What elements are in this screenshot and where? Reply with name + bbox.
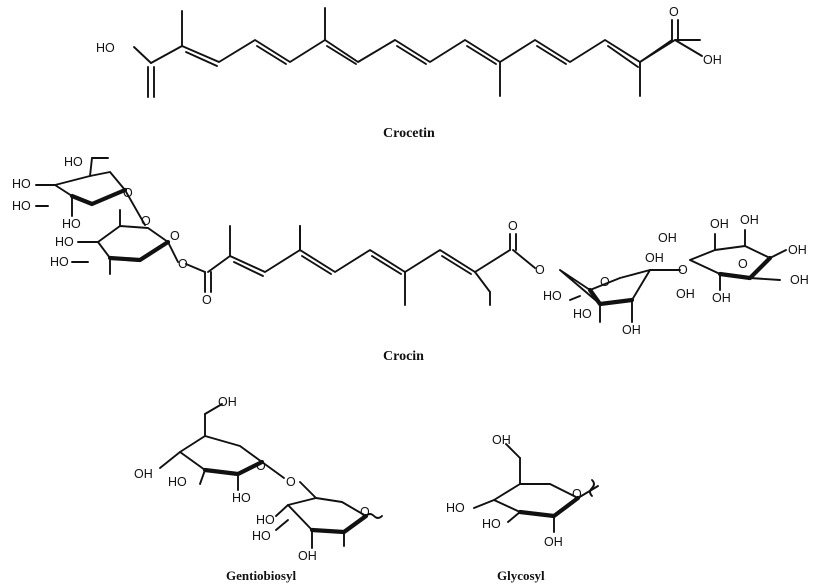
crocin-label-o-ring2: O [170,229,180,243]
gentiobiosyl-label-o-ring2: O [360,505,370,519]
glycosyl-ring-bold [517,495,581,519]
crocetin-oh-label: OH [703,53,722,67]
gentiobiosyl-label-ho-4: HO [252,529,271,543]
crocin-label-oh-9: OH [645,251,664,265]
crocin-label-ho-3: HO [12,199,31,213]
crocin-label-oh-1: OH [676,287,695,301]
crocetin-ho-label: HO [96,41,115,55]
gentiobiosyl-label-oh-3: OH [298,549,317,563]
gentiobiosyl-caption: Gentiobiosyl [226,568,296,583]
crocin-ring2-bold [107,239,171,263]
gentiobiosyl-label-oh-1: OH [218,395,237,409]
crocetin-structure [133,7,703,98]
glycosyl-label-o-ring: O [572,487,582,501]
crocin-label-oh-8: OH [712,291,731,305]
glycosyl-label-ho-1: HO [446,501,465,515]
gentiobiosyl-label-ho-3: HO [256,513,275,527]
crocin-label-ho-7: HO [543,289,562,303]
crocin-label-oh-3: OH [658,231,677,245]
crocin-label-o-ring1: O [123,186,133,200]
gentiobiosyl-label-o-ring1: O [256,459,266,473]
crocin-label-ho-5: HO [55,235,74,249]
glycosyl-caption: Glycosyl [497,568,545,583]
gentiobiosyl-ring1-bold [202,459,265,477]
crocin-label-o-carbonyl-left: O [202,293,212,307]
crocin-label-o-ester-right: O [535,263,545,277]
crocin-ring3-bold [587,287,635,307]
crocin-label-oh-6: OH [788,243,807,257]
crocin-label-o-carbonyl-right: O [508,219,518,233]
crocin-label-ho-8: HO [573,307,592,321]
glycosyl-label-oh-1: OH [492,433,511,447]
crocin-label-o-link2: O [678,263,688,277]
crocin-ring4-bold [717,255,773,281]
crocin-label-ho-6: HO [50,255,69,269]
crocin-label-oh-4: OH [710,217,729,231]
crocin-label-o-ring4: O [738,257,748,271]
crocin-ring1-bold [69,187,128,207]
crocin-label-ho-4: HO [62,217,81,231]
crocin-label-ho-1: HO [64,155,83,169]
glycosyl-label-ho-2: HO [482,517,501,531]
crocin-label-ho-2: HO [12,177,31,191]
crocetin-o-label: O [669,5,679,19]
glycosyl-label-oh-2: OH [544,535,563,549]
crocin-label-o-ester-left: O [178,257,188,271]
gentiobiosyl-label-o-link: O [286,475,296,489]
crocin-caption: Crocin [383,349,424,364]
gentiobiosyl-ring2-bold [309,513,369,535]
gentiobiosyl-label-ho-1: HO [168,475,187,489]
crocin-label-o-link1: O [141,214,151,228]
crocin-label-oh-7: OH [790,273,809,287]
crocetin-caption: Crocetin [383,126,435,141]
crocin-label-o-ring3: O [600,275,610,289]
gentiobiosyl-label-ho-2: HO [232,491,251,505]
crocin-label-oh-5: OH [740,213,759,227]
crocin-label-oh-2: OH [622,323,641,337]
gentiobiosyl-label-oh-2: OH [134,467,153,481]
